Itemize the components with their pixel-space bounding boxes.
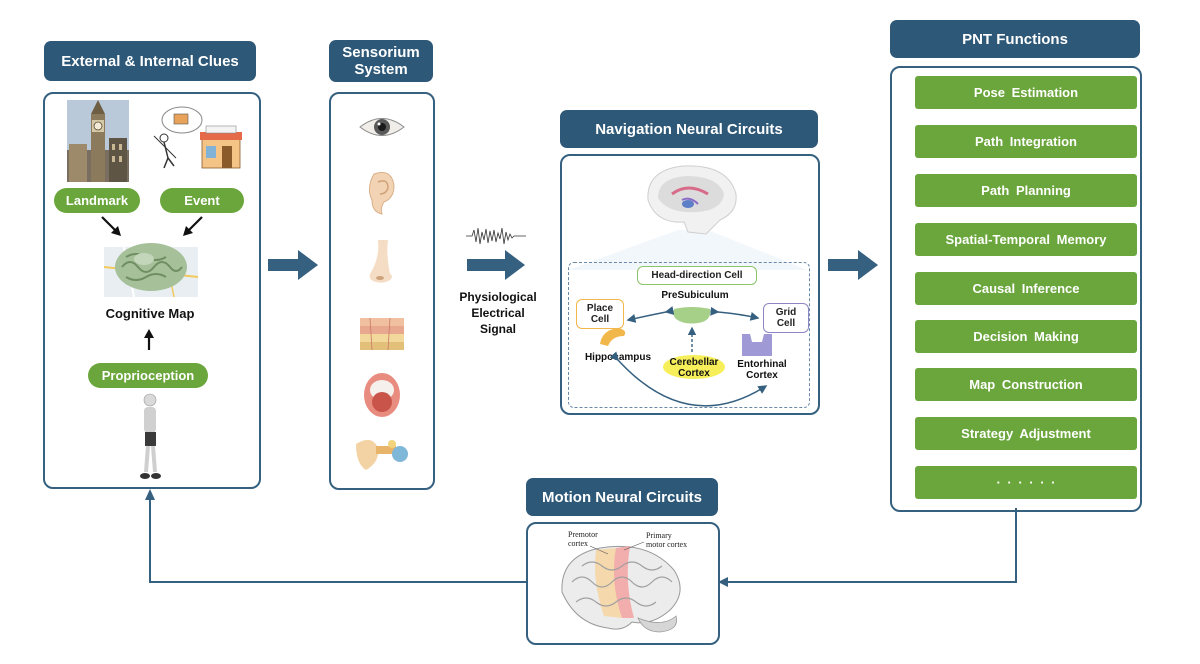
ear-icon [368,172,395,215]
big-ben-image [67,100,129,182]
landmark-pill: Landmark [54,188,140,213]
grid-cell-line1: Grid [775,307,797,318]
primary-motor-cortex-label: Primary motor cortex [646,531,687,549]
signal-label-line2: Electrical [471,306,525,320]
hippocampus-shape [600,328,626,346]
event-to-map-arrow [183,216,203,236]
external-clues-title: External & Internal Clues [44,41,256,81]
event-illustration [153,106,242,169]
pnt-function-map-construction: Map Construction [915,368,1137,401]
sensorium-to-navigation-arrow [467,250,525,280]
pnt-function-causal-inference: Causal Inference [915,272,1137,305]
primary-line2: motor cortex [646,540,688,549]
cognitive-map-label: Cognitive Map [105,306,195,321]
walking-person-icon [140,393,161,479]
clues-to-sensorium-arrow [268,250,318,280]
premotor-cortex-label: Premotor cortex [568,530,598,548]
motor-brain-image [561,541,681,633]
premotor-line2: cortex [568,539,588,548]
place-cell-box: Place Cell [576,299,624,329]
sensorium-title-line1: Sensorium [342,44,420,61]
mouth-icon [364,373,400,417]
eye-icon [359,118,405,136]
signal-label-line3: Signal [479,322,516,336]
landmark-to-map-arrow [101,216,121,236]
pnt-function-decision-making: Decision Making [915,320,1137,353]
pnt-function-path-integration: Path Integration [915,125,1137,158]
pnt-title: PNT Functions [890,20,1140,58]
grid-cell-line2: Cell [776,318,796,329]
proprioception-to-map-arrow [144,329,154,350]
head-direction-cell-box: Head-direction Cell [637,266,757,285]
pnt-function-strategy-adjustment: Strategy Adjustment [915,417,1137,450]
primary-line1: Primary [646,531,672,540]
sensorium-title-line2: System [354,61,408,78]
navigation-title: Navigation Neural Circuits [560,110,818,148]
event-pill: Event [160,188,244,213]
grid-cell-box: Grid Cell [763,303,809,333]
circuit-arrows [609,306,768,407]
pnt-function-spatial-temporal-memory: Spatial-Temporal Memory [915,223,1137,256]
sensorium-panel [329,92,435,490]
brain-head-image [568,165,808,270]
motion-title: Motion Neural Circuits [526,478,718,516]
skin-icon [360,317,404,351]
navigation-to-pnt-arrow [828,250,878,280]
pnt-function-path-planning: Path Planning [915,174,1137,207]
cognitive-map-image [103,243,199,298]
entorhinal-shape [742,334,772,356]
navigation-inner-panel [568,262,810,408]
sensorium-title: Sensorium System [329,40,433,82]
pnt-function-ellipsis: · · · · · · [915,466,1137,499]
presubiculum-shape [673,307,711,324]
place-cell-line2: Cell [590,314,610,325]
premotor-line1: Premotor [568,530,598,539]
proprioception-pill: Proprioception [88,363,208,388]
place-cell-line1: Place [586,303,614,314]
signal-label: Physiological Electrical Signal [448,289,548,337]
pnt-function-pose-estimation: Pose Estimation [915,76,1137,109]
inner-ear-icon [356,439,408,470]
presubiculum-label: PreSubiculum [661,290,729,301]
signal-label-line1: Physiological [459,290,537,304]
signal-waveform-icon [466,227,526,245]
nose-icon [369,240,392,283]
